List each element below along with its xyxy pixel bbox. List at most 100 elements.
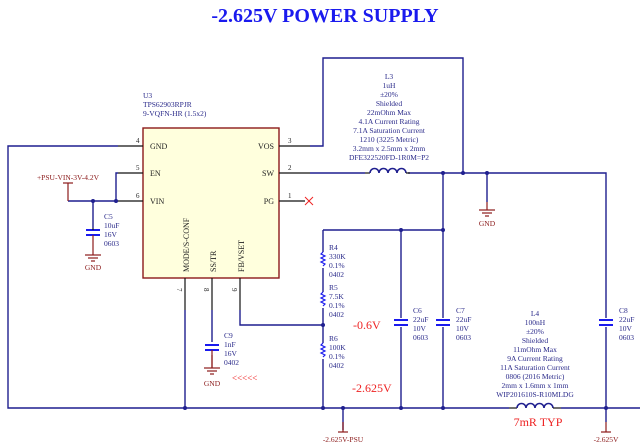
capacitor-c5-symbol[interactable] <box>86 228 100 245</box>
ground-icon <box>479 209 495 217</box>
svg-text:C9: C9 <box>224 331 233 340</box>
wire-en-vin[interactable] <box>115 172 118 202</box>
capacitor-c9-label: C9 1nF 16V 0402 <box>224 331 239 367</box>
svg-text:0603: 0603 <box>104 239 119 248</box>
svg-text:1nF: 1nF <box>224 340 236 349</box>
svg-text:22uF: 22uF <box>456 315 471 324</box>
resistor-r4-label: R4 330K 0.1% 0402 <box>329 243 346 279</box>
pin-sw-number: 2 <box>288 164 292 172</box>
arrow-annotation: <<<<< <box>232 373 257 383</box>
pin-vin-label: VIN <box>150 197 164 206</box>
pin-fb-label: FB/VSET <box>237 240 246 272</box>
svg-text:0402: 0402 <box>329 310 344 319</box>
svg-text:0.1%: 0.1% <box>329 352 345 361</box>
ground-icon <box>204 367 220 375</box>
svg-text:22mOhm Max: 22mOhm Max <box>367 108 411 117</box>
fb-voltage-annotation: -0.6V <box>353 318 381 332</box>
svg-text:0402: 0402 <box>329 270 344 279</box>
svg-text:0603: 0603 <box>456 333 471 342</box>
inductor-l3-label: L3 1uH ±20% Shielded 22mOhm Max 4.1A Cur… <box>349 72 429 162</box>
svg-text:16V: 16V <box>104 230 118 239</box>
svg-text:100nH: 100nH <box>525 318 546 327</box>
svg-text:C5: C5 <box>104 212 113 221</box>
pin-sstr-label: SS/TR <box>209 250 218 272</box>
wire-vos[interactable] <box>310 57 464 173</box>
wire-fb[interactable] <box>239 310 323 326</box>
svg-text:330K: 330K <box>329 252 346 261</box>
capacitor-c6-label: C6 22uF 10V 0603 <box>413 306 428 342</box>
resistor-r6-label: R6 100K 0.1% 0402 <box>329 334 346 370</box>
pin-vin-number: 6 <box>136 192 140 200</box>
svg-text:0402: 0402 <box>224 358 239 367</box>
vin-net-label: +PSU-VIN-3V-4.2V <box>37 173 100 182</box>
svg-text:10uF: 10uF <box>104 221 119 230</box>
pin-pg-number: 1 <box>288 192 292 200</box>
svg-text:10V: 10V <box>456 324 470 333</box>
svg-text:22uF: 22uF <box>619 315 634 324</box>
pin-en-label: EN <box>150 169 161 178</box>
svg-text:R5: R5 <box>329 283 338 292</box>
no-connect-icon <box>304 196 314 206</box>
svg-text:0.1%: 0.1% <box>329 301 345 310</box>
pin-en-number: 5 <box>136 164 140 172</box>
ic-ref: U3 <box>143 91 152 100</box>
svg-text:7.5K: 7.5K <box>329 292 344 301</box>
svg-text:11mOhm Max: 11mOhm Max <box>513 345 557 354</box>
capacitor-c8-label: C8 22uF 10V 0603 <box>619 306 634 342</box>
pin-mode-number: 7 <box>175 288 183 292</box>
svg-text:DFE322520FD-1R0M=P2: DFE322520FD-1R0M=P2 <box>349 153 429 162</box>
pin-sw-label: SW <box>262 169 274 178</box>
svg-text:3.2mm x 2.5mm x 2mm: 3.2mm x 2.5mm x 2mm <box>353 144 426 153</box>
svg-text:9A Current Rating: 9A Current Rating <box>507 354 563 363</box>
svg-text:2mm x 1.6mm x 1mm: 2mm x 1.6mm x 1mm <box>502 381 569 390</box>
pin-sstr-number: 8 <box>202 288 210 292</box>
svg-text:10V: 10V <box>413 324 427 333</box>
gnd-label-c5: GND <box>85 263 102 272</box>
svg-text:22uF: 22uF <box>413 315 428 324</box>
output-net-label: -2.625V <box>594 435 619 444</box>
ic-package: 9-VQFN-HR (1.5x2) <box>143 109 207 118</box>
capacitor-c6-symbol[interactable] <box>394 318 408 327</box>
svg-text:±20%: ±20% <box>380 90 398 99</box>
ic-part: TPS62903RPJR <box>143 100 192 109</box>
inductor-l4-symbol[interactable] <box>509 402 561 413</box>
wire-l3-out[interactable] <box>408 172 607 408</box>
pin-pg-label: PG <box>264 197 274 206</box>
output-psu-net-label: -2.625V-PSU <box>323 435 364 444</box>
gnd-label-output: GND <box>479 219 496 228</box>
output-voltage-annotation: -2.625V <box>352 381 392 395</box>
svg-text:4.1A Current Rating: 4.1A Current Rating <box>358 117 419 126</box>
svg-text:C6: C6 <box>413 306 422 315</box>
svg-text:1uH: 1uH <box>383 81 397 90</box>
capacitor-c8-symbol[interactable] <box>599 318 613 327</box>
svg-text:Shielded: Shielded <box>522 336 548 345</box>
svg-text:16V: 16V <box>224 349 238 358</box>
pin-mode-label: MODE/S-CONF <box>182 217 191 272</box>
ic-u3-body[interactable] <box>142 127 280 279</box>
l4-resistance-annotation: 7mR TYP <box>514 415 563 429</box>
pin-gnd-number: 4 <box>136 137 140 145</box>
pin-vos-label: VOS <box>258 142 274 151</box>
svg-text:R6: R6 <box>329 334 338 343</box>
svg-text:0.1%: 0.1% <box>329 261 345 270</box>
svg-text:L4: L4 <box>531 309 540 318</box>
capacitor-c9-symbol[interactable] <box>205 344 219 368</box>
resistor-r6-symbol[interactable] <box>319 342 327 359</box>
capacitor-c7-symbol[interactable] <box>436 318 450 327</box>
resistor-r4-symbol[interactable] <box>319 251 327 268</box>
inductor-l3-symbol[interactable] <box>365 167 410 174</box>
inductor-l4-label: L4 100nH ±20% Shielded 11mOhm Max 9A Cur… <box>496 309 574 399</box>
svg-text:11A Saturation Current: 11A Saturation Current <box>500 363 571 372</box>
resistor-r5-symbol[interactable] <box>319 291 327 308</box>
svg-text:1210 (3225 Metric): 1210 (3225 Metric) <box>360 135 419 144</box>
svg-text:7.1A Saturation Current: 7.1A Saturation Current <box>353 126 426 135</box>
ground-icon <box>85 254 101 262</box>
svg-text:100K: 100K <box>329 343 346 352</box>
svg-text:10V: 10V <box>619 324 633 333</box>
capacitor-c5-label: C5 10uF 16V 0603 <box>104 212 119 248</box>
svg-text:0603: 0603 <box>619 333 634 342</box>
pin-vos-number: 3 <box>288 137 292 145</box>
pin-gnd-label: GND <box>150 142 168 151</box>
svg-text:0402: 0402 <box>329 361 344 370</box>
svg-text:C8: C8 <box>619 306 628 315</box>
